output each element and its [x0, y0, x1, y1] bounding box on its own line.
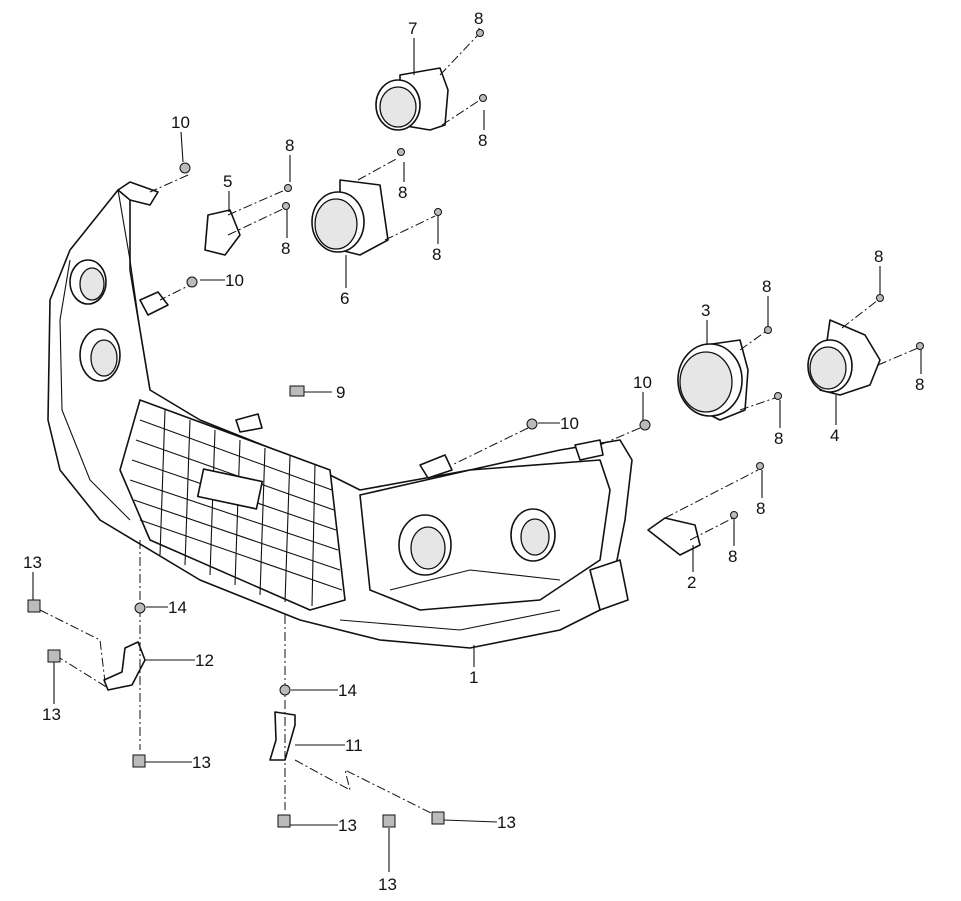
- callout-14: 14: [338, 681, 357, 700]
- callout-8: 8: [432, 245, 441, 264]
- callout-14: 14: [168, 598, 187, 617]
- callout-8: 8: [285, 136, 294, 155]
- callout-numbers: 7 8 8 10 8 5 8 8 8 6 10 8 8 3 9 10 10 8 …: [23, 9, 924, 894]
- bracket-11: [269, 711, 296, 761]
- callout-8: 8: [756, 499, 765, 518]
- callout-10: 10: [225, 271, 244, 290]
- callout-8: 8: [874, 247, 883, 266]
- callout-7: 7: [408, 19, 417, 38]
- callout-8: 8: [478, 131, 487, 150]
- callout-8: 8: [774, 429, 783, 448]
- callout-8: 8: [728, 547, 737, 566]
- callout-2: 2: [687, 573, 696, 592]
- clip-9: [289, 385, 305, 397]
- callout-13: 13: [42, 705, 61, 724]
- bracket-12: [103, 641, 146, 691]
- callout-13: 13: [23, 553, 42, 572]
- callout-10: 10: [633, 373, 652, 392]
- fasteners: [27, 29, 924, 828]
- callout-13: 13: [497, 813, 516, 832]
- bracket-2: [647, 517, 701, 556]
- lamp-3: [677, 339, 749, 421]
- front-bumper: [47, 181, 633, 649]
- callout-8: 8: [281, 239, 290, 258]
- assembly-lines: [39, 34, 919, 816]
- callout-1: 1: [469, 668, 478, 687]
- lamp-4: [807, 319, 881, 396]
- lamp-6: [311, 179, 389, 256]
- callout-8: 8: [915, 375, 924, 394]
- callout-6: 6: [340, 289, 349, 308]
- lamp-7: [375, 67, 449, 131]
- callout-4: 4: [830, 426, 839, 445]
- callout-13: 13: [192, 753, 211, 772]
- callout-8: 8: [474, 9, 483, 28]
- callout-10: 10: [560, 414, 579, 433]
- callout-13: 13: [378, 875, 397, 894]
- leader-lines: [32, 28, 922, 872]
- callout-10: 10: [171, 113, 190, 132]
- callout-3: 3: [701, 301, 710, 320]
- callout-11: 11: [345, 736, 363, 755]
- callout-5: 5: [223, 172, 232, 191]
- callout-9: 9: [336, 383, 345, 402]
- callout-8: 8: [398, 183, 407, 202]
- lamp-5: [204, 209, 241, 256]
- callout-8: 8: [762, 277, 771, 296]
- callout-13: 13: [338, 816, 357, 835]
- callout-12: 12: [195, 651, 214, 670]
